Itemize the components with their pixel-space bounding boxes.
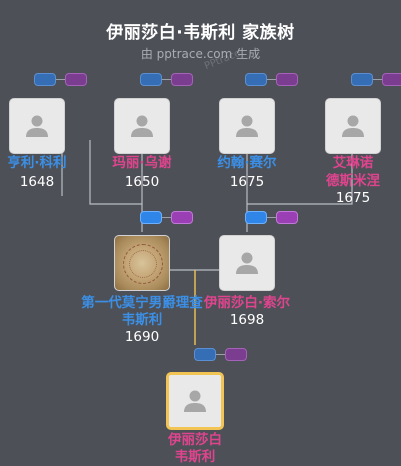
- person-silhouette-icon: [26, 115, 48, 137]
- expand-mother-button[interactable]: [382, 73, 401, 86]
- person-year: 1690: [124, 329, 160, 345]
- toggle-link: [56, 79, 65, 80]
- expand-mother-button[interactable]: [171, 73, 193, 86]
- person-card-garret[interactable]: [114, 235, 170, 291]
- toggles-garret: [140, 211, 195, 224]
- expand-mother-button[interactable]: [276, 73, 298, 86]
- page-title: 伊丽莎白·韦斯利 家族树: [106, 23, 295, 43]
- person-name: 玛丽·乌谢: [112, 155, 172, 171]
- expand-mother-button[interactable]: [276, 211, 298, 224]
- page-subtitle: 由 pptrace.com 生成: [140, 47, 261, 61]
- toggles-mary: [140, 73, 195, 86]
- toggles-john: [245, 73, 300, 86]
- toggle-link: [162, 217, 171, 218]
- toggle-link: [373, 79, 382, 80]
- person-name: 约翰·赛尔: [217, 155, 277, 171]
- person-year: 1675: [335, 190, 371, 206]
- expand-father-button[interactable]: [140, 211, 162, 224]
- person-name-line1: 第一代莫宁男爵理查: [81, 295, 203, 311]
- toggle-link: [267, 79, 276, 80]
- expand-father-button[interactable]: [34, 73, 56, 86]
- person-name-line2: 韦斯利: [121, 312, 163, 328]
- person-silhouette-icon: [236, 115, 258, 137]
- person-silhouette-icon: [236, 252, 258, 274]
- person-silhouette-icon: [342, 115, 364, 137]
- person-name-line1: 艾琳诺: [332, 155, 374, 171]
- person-name-line2: 德斯米涅: [326, 173, 380, 189]
- toggle-link: [162, 79, 171, 80]
- person-year: 1650: [124, 174, 160, 190]
- person-card-elizabeth-sale[interactable]: [219, 235, 275, 291]
- toggles-elizabeth-sale: [245, 211, 300, 224]
- person-name-line1: 伊丽莎白: [168, 432, 222, 448]
- toggles-henry: [34, 73, 89, 86]
- person-name: 伊丽莎白·索尔: [203, 295, 291, 311]
- person-year: 1675: [229, 174, 265, 190]
- expand-father-button[interactable]: [245, 73, 267, 86]
- person-year: 1648: [19, 174, 55, 190]
- person-card-john[interactable]: [219, 98, 275, 154]
- person-silhouette-icon: [184, 390, 206, 412]
- expand-father-button[interactable]: [140, 73, 162, 86]
- connector-eleanor: [247, 140, 353, 205]
- person-name: 亨利·科利: [7, 155, 67, 171]
- person-card-mary[interactable]: [114, 98, 170, 154]
- expand-father-button[interactable]: [351, 73, 373, 86]
- person-silhouette-icon: [131, 115, 153, 137]
- expand-father-button[interactable]: [245, 211, 267, 224]
- person-card-eleanor[interactable]: [325, 98, 381, 154]
- toggle-link: [267, 217, 276, 218]
- expand-mother-button[interactable]: [225, 348, 247, 361]
- person-year: 1698: [229, 312, 265, 328]
- expand-mother-button[interactable]: [65, 73, 87, 86]
- toggles-eleanor: [351, 73, 401, 86]
- toggles-elizabeth: [194, 348, 249, 361]
- person-card-elizabeth-selected[interactable]: [166, 372, 224, 430]
- person-card-henry[interactable]: [9, 98, 65, 154]
- portrait-detail: [129, 250, 157, 278]
- expand-father-button[interactable]: [194, 348, 216, 361]
- person-name-line2: 韦斯利: [174, 449, 216, 465]
- portrait-detail: [123, 244, 163, 284]
- expand-mother-button[interactable]: [171, 211, 193, 224]
- toggle-link: [216, 354, 225, 355]
